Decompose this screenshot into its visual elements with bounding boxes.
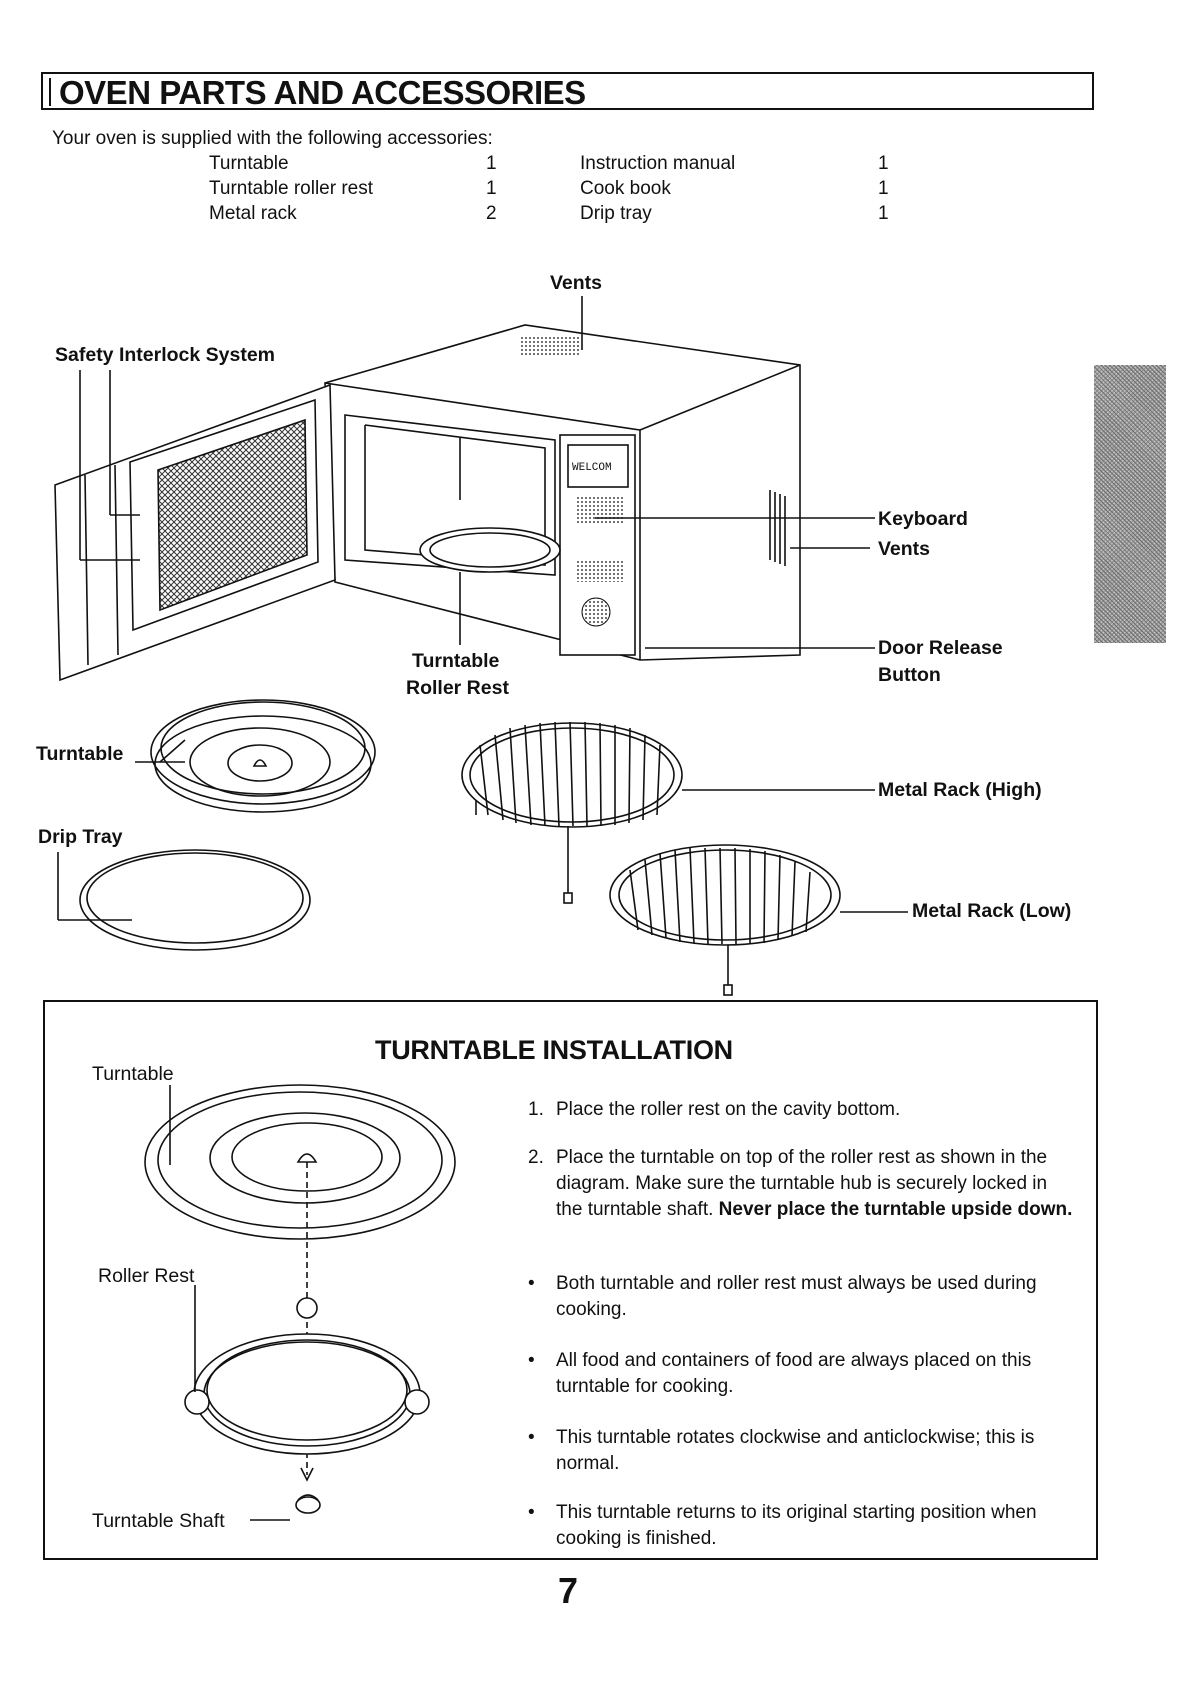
label-door-release-button: Button	[878, 664, 941, 686]
bullet-marker: •	[528, 1350, 535, 1371]
accessory-qty: 1	[878, 178, 889, 199]
step-number: 2.	[528, 1147, 544, 1168]
install-bullet: • Both turntable and roller rest must al…	[528, 1271, 1088, 1327]
label-roller-rest: Roller Rest	[406, 677, 509, 699]
oven-door	[54, 383, 336, 682]
install-label-turntable-shaft: Turntable Shaft	[92, 1510, 225, 1532]
bullet-marker: •	[528, 1427, 535, 1448]
title-bar-decoration	[49, 78, 51, 106]
accessory-qty: 2	[486, 203, 497, 224]
step-warning: Never place the turntable upside down.	[718, 1199, 1073, 1220]
section-title-box: OVEN PARTS AND ACCESSORIES	[41, 72, 1094, 111]
accessory-name: Metal rack	[209, 203, 297, 224]
bullet-text: This turntable rotates clockwise and ant…	[556, 1427, 1035, 1474]
install-label-turntable: Turntable	[92, 1063, 174, 1085]
step-number: 1.	[528, 1099, 544, 1120]
install-bullet: • This turntable returns to its original…	[528, 1500, 1088, 1556]
label-metal-rack-low: Metal Rack (Low)	[912, 900, 1072, 922]
chapter-tab-marker	[1094, 365, 1166, 643]
oven-display-text: WELCOM	[572, 462, 612, 474]
accessory-qty: 1	[878, 203, 889, 224]
accessory-name: Instruction manual	[580, 153, 736, 174]
accessory-qty: 1	[878, 153, 889, 174]
install-step: 2. Place the turntable on top of the rol…	[528, 1145, 1088, 1255]
install-bullet: • All food and containers of food are al…	[528, 1348, 1088, 1404]
accessories-intro: Your oven is supplied with the following…	[52, 128, 493, 149]
top-vent-grille	[520, 335, 580, 355]
bullet-marker: •	[528, 1502, 535, 1523]
installation-diagram	[144, 1084, 456, 1514]
installation-panel	[43, 1000, 1098, 1560]
accessory-qty: 1	[486, 178, 497, 199]
accessory-name: Drip tray	[580, 203, 652, 224]
metal-rack-high	[461, 721, 683, 904]
bullet-marker: •	[528, 1273, 535, 1294]
install-bullet: • This turntable rotates clockwise and a…	[528, 1425, 1088, 1481]
install-label-roller-rest: Roller Rest	[98, 1265, 195, 1287]
step-text: Place the turntable on top of the roller…	[556, 1147, 1048, 1220]
bullet-text: This turntable returns to its original s…	[556, 1502, 1037, 1549]
accessory-name: Turntable	[209, 153, 289, 174]
page-title: OVEN PARTS AND ACCESSORIES	[59, 74, 586, 111]
bullet-text: All food and containers of food are alwa…	[556, 1350, 1032, 1397]
label-vents-top: Vents	[550, 272, 603, 294]
label-safety-interlock: Safety Interlock System	[55, 344, 276, 366]
install-step: 1. Place the roller rest on the cavity b…	[528, 1097, 1088, 1127]
label-keyboard: Keyboard	[878, 508, 968, 530]
accessory-name: Cook book	[580, 178, 671, 199]
step-text-wrap: Place the turntable on top of the roller…	[556, 1145, 1076, 1223]
label-door-release: Door Release	[878, 637, 1003, 659]
label-turntable: Turntable	[36, 743, 124, 765]
drip-tray	[79, 849, 311, 951]
label-turntable-roller: Turntable	[412, 650, 500, 672]
turntable-plate	[150, 699, 376, 813]
accessory-qty: 1	[486, 153, 497, 174]
oven-body	[324, 324, 801, 661]
metal-rack-low	[609, 844, 841, 996]
accessory-name: Turntable roller rest	[209, 178, 374, 199]
label-vents-side: Vents	[878, 538, 931, 560]
bullet-text: Both turntable and roller rest must alwa…	[556, 1273, 1037, 1320]
page-number: 7	[558, 1570, 579, 1611]
label-metal-rack-high: Metal Rack (High)	[878, 779, 1042, 801]
step-text: Place the roller rest on the cavity bott…	[556, 1099, 901, 1120]
installation-title: TURNTABLE INSTALLATION	[375, 1035, 733, 1065]
label-drip-tray: Drip Tray	[38, 826, 123, 848]
